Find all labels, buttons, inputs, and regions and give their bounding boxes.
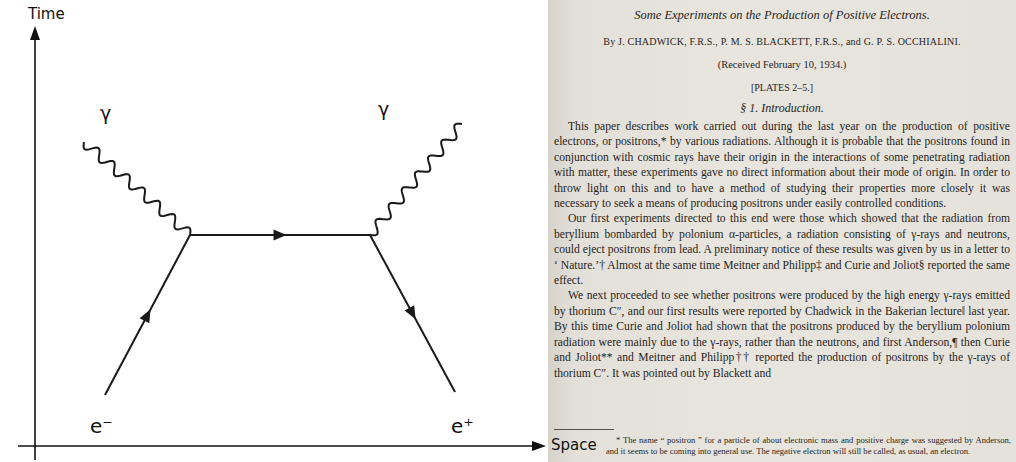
- fermion-line: [370, 235, 455, 392]
- photon-line: [370, 124, 462, 236]
- fermion-line: [105, 235, 190, 395]
- photon-line: [84, 142, 191, 235]
- paper-page: Some Experiments on the Production of Po…: [548, 0, 1016, 462]
- axis-arrowhead: [30, 26, 40, 40]
- axes: [18, 26, 546, 460]
- fermion-arrowhead: [274, 230, 287, 241]
- plates-note: [PLATES 2–5.]: [554, 82, 1010, 93]
- body-paragraph: We next proceeded to see whether positro…: [554, 288, 1010, 380]
- photon-lines: [84, 124, 462, 236]
- body-paragraph: This paper describes work carried out du…: [554, 119, 1010, 211]
- particle-label: e⁻: [90, 416, 113, 436]
- time-axis: [34, 38, 36, 460]
- body-paragraph: Our first experiments directed to this e…: [554, 211, 1010, 288]
- fermion-arrowhead: [405, 305, 416, 319]
- space-axis: [18, 445, 534, 447]
- particle-label: γ: [378, 100, 389, 119]
- particle-label: e⁺: [451, 416, 474, 436]
- paper-title: Some Experiments on the Production of Po…: [554, 8, 1010, 23]
- fermion-arrowhead: [140, 309, 151, 323]
- author-line: By J. CHADWICK, F.R.S., P. M. S. BLACKET…: [554, 36, 1010, 47]
- particle-label: γ: [100, 104, 111, 123]
- fermion-lines: [105, 230, 455, 396]
- axis-arrowhead: [532, 441, 546, 451]
- axis-label: Space: [551, 438, 597, 453]
- axis-label: Time: [28, 7, 65, 22]
- received-date: (Received February 10, 1934.): [554, 59, 1010, 70]
- footnote: * The name “ positron ” for a particle o…: [606, 435, 1011, 457]
- section-heading: § 1. Introduction.: [554, 101, 1010, 116]
